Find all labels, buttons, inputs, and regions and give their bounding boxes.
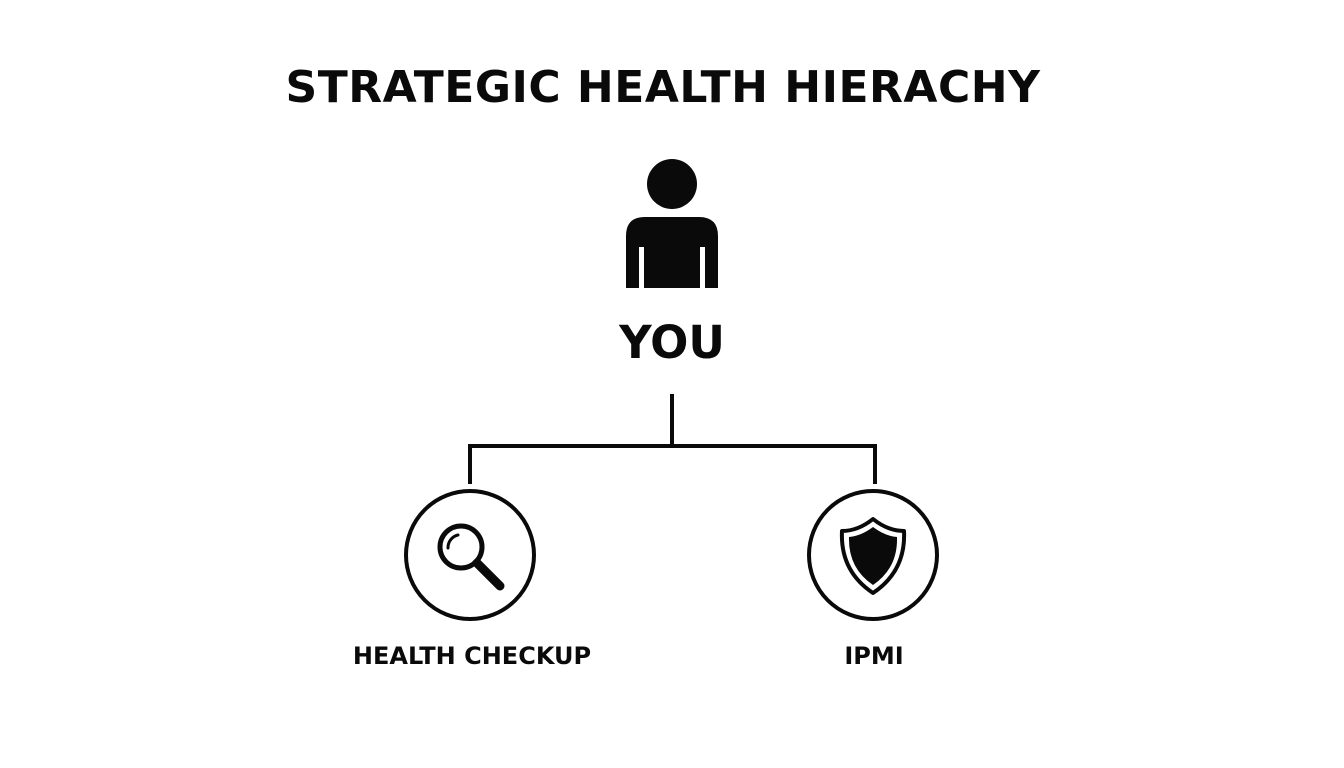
magnifier-icon — [437, 523, 505, 591]
diagram-title: STRATEGIC HEALTH HIERACHY — [285, 62, 1041, 113]
root-node-label: YOU — [619, 316, 725, 369]
health-checkup-label: HEALTH CHECKUP — [352, 642, 592, 670]
shield-icon — [839, 517, 907, 595]
health-checkup-node — [404, 489, 536, 621]
person-icon — [626, 159, 718, 288]
ipmi-label: IPMI — [844, 642, 904, 670]
tree-connectors — [468, 394, 877, 484]
ipmi-node — [807, 489, 939, 621]
